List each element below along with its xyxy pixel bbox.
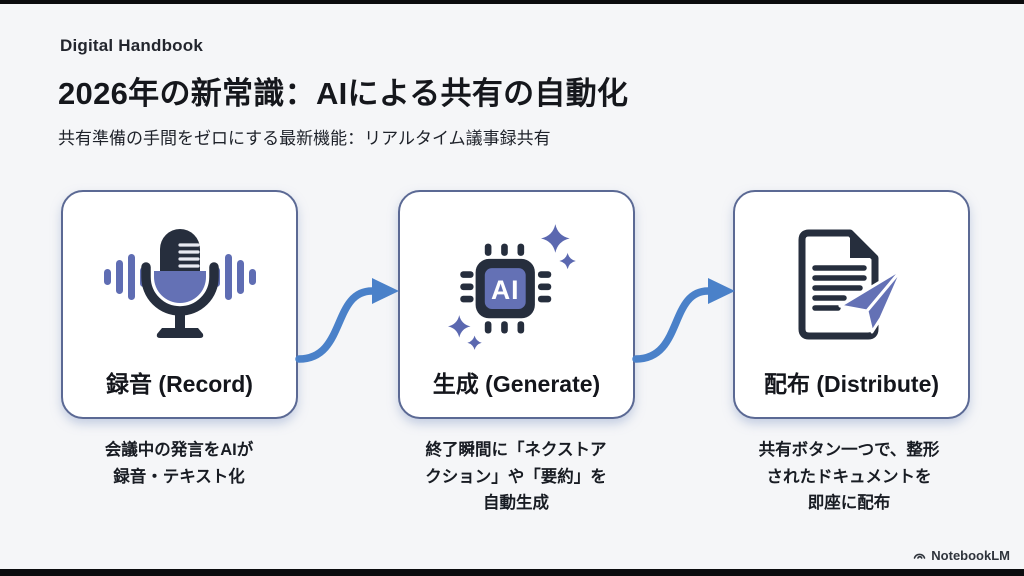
chip-ai-text: AI (490, 275, 519, 305)
notebooklm-brand: NotebookLM (912, 548, 1010, 563)
page-title: 2026年の新常識：AIによる共有の自動化 (58, 76, 629, 111)
step-description-distribute: 共有ボタン一つで、整形 されたドキュメントを 即座に配布 (758, 441, 940, 513)
document-paper-plane-icon (735, 218, 968, 350)
step-label-distribute: 配布 (Distribute) (763, 371, 940, 397)
step-label-record: 録音 (Record) (106, 371, 253, 397)
step-description-record: 会議中の発言をAIが 録音・テキスト化 (104, 441, 254, 486)
step-card-distribute: 配布 (Distribute) (733, 190, 970, 419)
flow-arrow-generate-to-distribute (632, 278, 735, 363)
flow-arrow-record-to-generate (295, 278, 399, 363)
step-label-generate: 生成 (Generate) (432, 371, 601, 397)
step-card-record: 録音 (Record) (61, 190, 298, 419)
notebooklm-brand-text: NotebookLM (931, 548, 1010, 563)
bottom-letterbox-bar (0, 569, 1024, 576)
step-description-generate: 終了瞬間に「ネクストア クション」や「要約」を 自動生成 (425, 441, 607, 513)
microphone-soundwave-icon (63, 225, 296, 341)
ai-chip-sparkle-icon: AI (400, 216, 633, 354)
page-subtitle: 共有準備の手間をゼロにする最新機能：リアルタイム議事録共有 (58, 129, 551, 148)
notebooklm-logo-icon (913, 553, 926, 559)
top-letterbox-bar (0, 0, 1024, 4)
step-card-generate: AI 生成 (Generate) (398, 190, 635, 419)
eyebrow-label: Digital Handbook (60, 36, 203, 55)
